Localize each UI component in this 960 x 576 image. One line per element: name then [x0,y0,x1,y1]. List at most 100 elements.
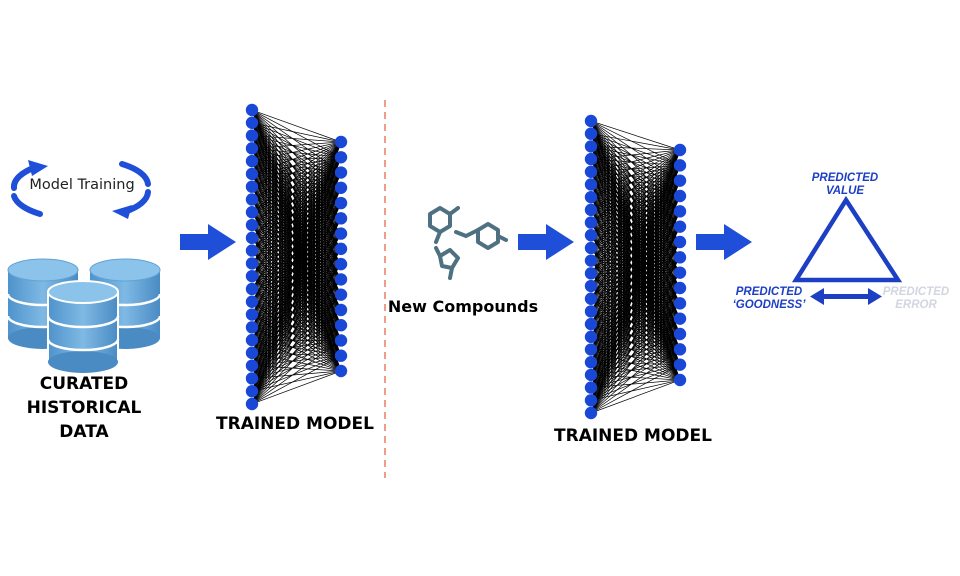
network-node [334,166,348,179]
network-node [334,257,348,271]
network-node [673,281,687,295]
trained-model-label: TRAINED MODEL [216,414,374,434]
network-node [673,143,687,157]
network-node [245,269,259,283]
predicted-goodness-label: PREDICTED ‘GOODNESS’ [732,286,806,311]
network-node [334,303,348,317]
network-node [584,114,598,128]
network-node [245,218,259,232]
network-node [584,140,598,153]
network-node [673,358,687,371]
network-node [245,180,259,193]
triangle-icon [791,195,903,283]
network-node [245,308,259,321]
network-node [673,189,687,203]
predicted-error-label: PREDICTED ERROR [882,286,950,311]
network-node [334,319,348,332]
arrow-right-icon [696,224,752,260]
network-node [673,373,687,387]
network-node [584,343,598,356]
network-node [584,127,598,140]
network-node [584,241,598,255]
network-node [245,193,259,206]
network-node [584,203,598,217]
network-node [245,321,259,334]
new-compounds-label: New Compounds [387,297,539,316]
network-node [245,129,259,142]
network-node [245,257,259,270]
network-node [245,282,259,296]
network-node [245,397,259,411]
network-node [245,359,259,372]
network-node [673,220,687,233]
network-node [334,227,348,240]
network-node [584,229,598,242]
network-node [245,372,259,385]
network-node [584,406,598,420]
network-node [584,165,598,178]
network-node [334,364,348,378]
network-node [245,103,259,117]
network-node [334,349,348,362]
network-node [245,116,259,129]
network-node [334,151,348,164]
network-node [673,312,687,325]
network-node [245,206,259,219]
network-node [245,385,259,398]
network-connections [251,109,342,405]
network-node [584,178,598,191]
network-node [673,205,687,218]
network-node [334,334,348,347]
network-node [334,273,348,286]
network-node [334,212,348,225]
network-node [334,181,348,194]
network-node [584,254,598,267]
network-node [673,174,687,187]
network-node [245,346,259,360]
molecule-icon [428,206,508,280]
arrow-right-icon [518,224,574,260]
network-node [584,152,598,166]
network-node [584,330,598,344]
network-node [334,242,348,256]
network-node [584,381,598,394]
network-node [584,394,598,407]
network-node [584,368,598,382]
network-node [584,190,598,204]
network-node [584,292,598,305]
network-node [245,167,259,181]
network-node [334,135,348,149]
network-node [584,356,598,369]
network-node [673,251,687,264]
neural-network-icon [584,114,687,420]
predicted-value-label: PREDICTED VALUE [811,172,879,197]
network-node [584,216,598,229]
network-node [584,317,598,331]
database-icon [6,258,162,373]
network-connections [590,120,681,414]
double-arrow-icon [810,288,882,305]
network-node [245,244,259,257]
network-node [334,288,348,301]
network-node [245,142,259,155]
cycle-arrows-icon [10,160,151,219]
network-node [673,266,687,279]
network-node [584,279,598,293]
network-node [245,295,259,308]
curated-data-label: CURATED HISTORICAL DATA [26,374,142,442]
network-node [673,327,687,341]
model-training-label: Model Training [29,177,135,193]
network-node [584,267,598,280]
arrow-right-icon [180,224,236,260]
network-node [673,159,687,172]
network-node [245,333,259,347]
network-node [673,343,687,356]
network-node [673,235,687,249]
network-node [584,305,598,318]
trained-model-label-2: TRAINED MODEL [554,426,712,446]
network-node [334,196,348,210]
network-node [673,297,687,310]
network-node [245,231,259,245]
network-node [245,154,259,168]
